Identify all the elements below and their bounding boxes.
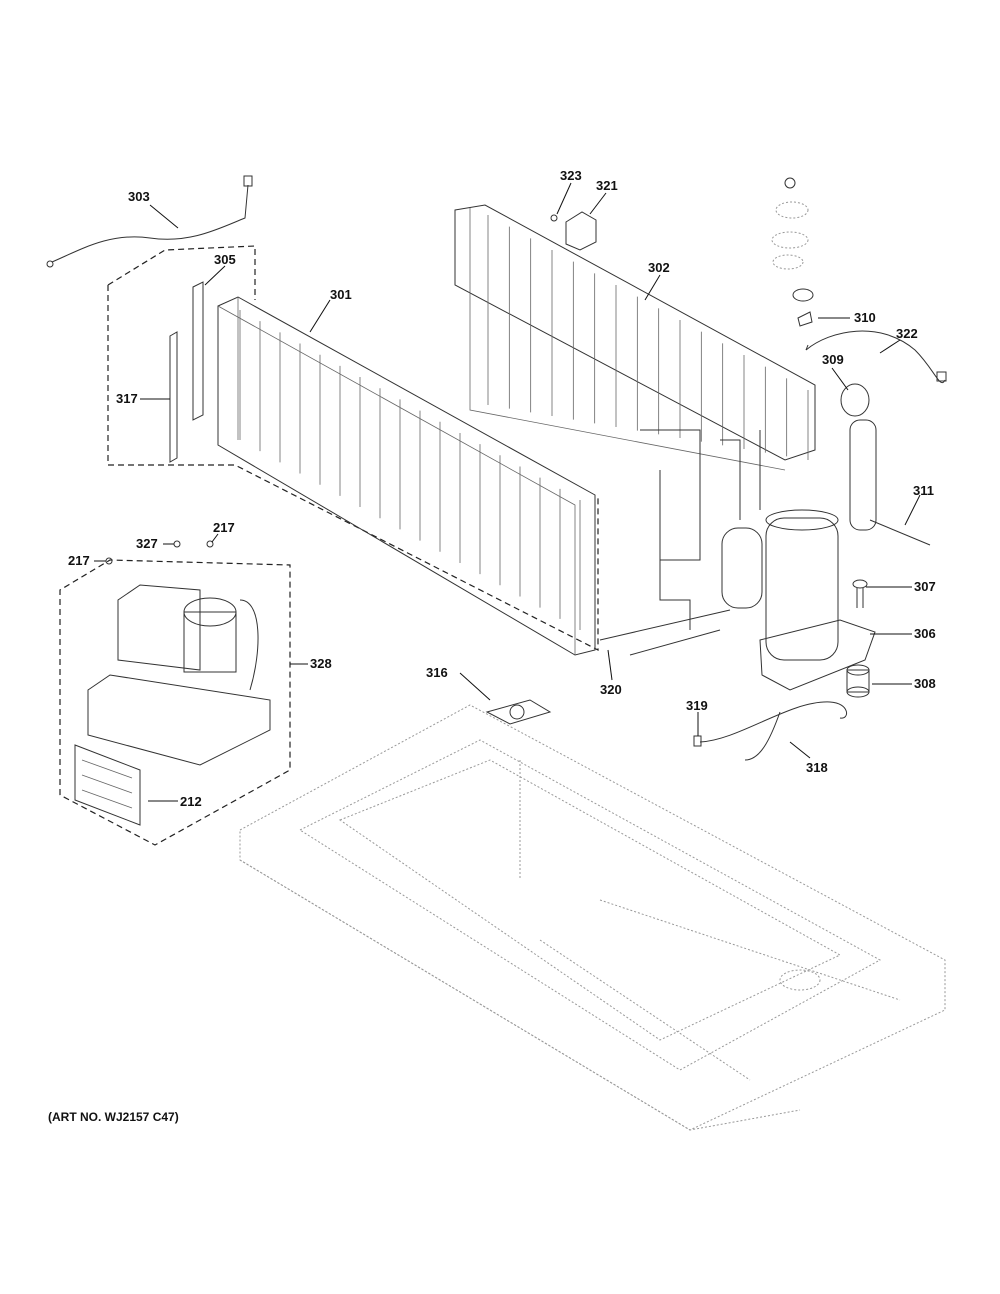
- callout-322: 322: [896, 326, 918, 341]
- callout-305: 305: [214, 252, 236, 267]
- part-303-sensor-wire: [46, 175, 253, 268]
- group-outline-evaporator: [107, 245, 599, 651]
- callout-316: 316: [426, 665, 448, 680]
- part-306-base: [759, 619, 876, 691]
- callouts: 303 305 301 317 323 321 302 310 322 309 …: [68, 168, 936, 809]
- callout-309: 309: [822, 352, 844, 367]
- part-compressor: [721, 509, 839, 661]
- part-212-cover: [74, 744, 141, 826]
- group-outline-control: [59, 559, 291, 846]
- part-302-coil: [454, 204, 816, 471]
- callout-318: 318: [806, 760, 828, 775]
- callout-317: 317: [116, 391, 138, 406]
- callout-321: 321: [596, 178, 618, 193]
- callout-320: 320: [600, 682, 622, 697]
- part-308-grommet: [846, 664, 870, 698]
- part-301-coil: [217, 296, 596, 656]
- callout-323: 323: [560, 168, 582, 183]
- refrigerant-piping: [599, 429, 761, 656]
- callout-307: 307: [914, 579, 936, 594]
- callout-328: 328: [310, 656, 332, 671]
- callout-306: 306: [914, 626, 936, 641]
- part-328-control-unit: [87, 584, 271, 766]
- base-pan: [239, 704, 946, 1131]
- callout-302: 302: [648, 260, 670, 275]
- part-317-holder: [169, 331, 178, 463]
- callout-310: 310: [854, 310, 876, 325]
- part-311-tube: [869, 519, 931, 546]
- leader-lines: [94, 182, 921, 802]
- callout-327: 327: [136, 536, 158, 551]
- callout-308: 308: [914, 676, 936, 691]
- callout-212: 212: [180, 794, 202, 809]
- callout-217-left: 217: [68, 553, 90, 568]
- part-321-box: [565, 211, 597, 251]
- part-322-harness: [805, 330, 947, 383]
- part-309-accumulator: [840, 383, 877, 531]
- part-310-mount-stack: [771, 177, 814, 327]
- part-318-harness: [693, 701, 848, 761]
- callout-319: 319: [686, 698, 708, 713]
- part-305-strip: [192, 281, 204, 421]
- art-number: (ART NO. WJ2157 C47): [48, 1110, 179, 1124]
- part-316-mount: [485, 699, 552, 725]
- part-307-bolt: [852, 579, 868, 608]
- callout-303: 303: [128, 189, 150, 204]
- part-323-nut: [550, 214, 558, 222]
- callout-301: 301: [330, 287, 352, 302]
- callout-217-right: 217: [213, 520, 235, 535]
- callout-311: 311: [913, 483, 934, 498]
